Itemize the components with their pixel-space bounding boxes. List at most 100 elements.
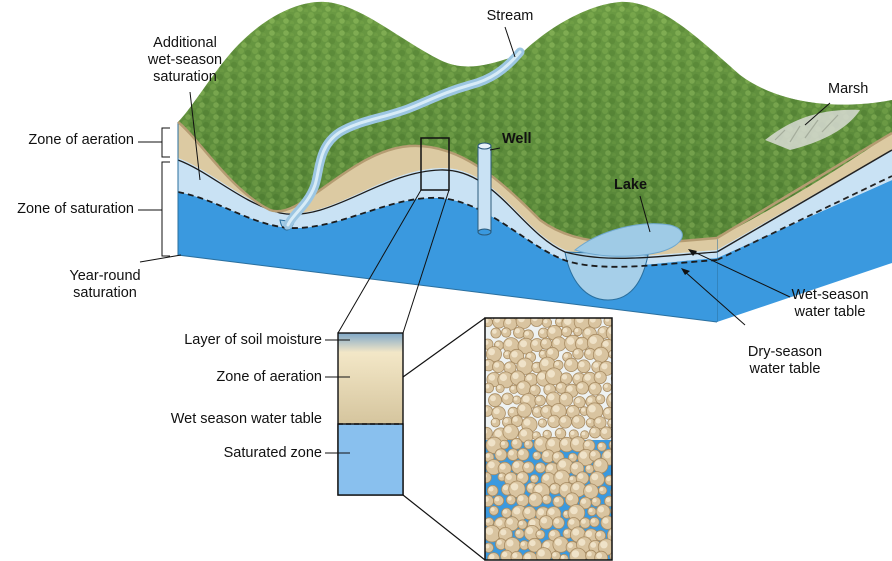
right-face-dry-line [716,175,892,261]
soil-grain-highlight [569,476,574,481]
soil-grain-highlight [550,484,556,490]
right-face-light-band [717,150,892,258]
soil-grain-highlight [537,549,545,557]
soil-grain-highlight [549,416,555,423]
soil-grain-highlight [568,406,574,413]
soil-grain-highlight [587,551,592,557]
soil-grain-highlight [485,518,490,523]
soil-grain-highlight [574,374,580,381]
soil-grain-highlight [506,539,514,547]
soil-grain-highlight [599,487,604,491]
soil-grain-highlight [533,363,538,369]
soil-grain-highlight [499,373,507,382]
soil-grain-highlight [541,359,549,367]
soil-grain-highlight [533,432,537,437]
soil-grain-highlight [512,439,518,445]
soil-grain-highlight [531,475,535,480]
soil-grain-highlight [567,494,573,501]
soil-grain-highlight [503,418,509,423]
soil-grain-highlight [577,383,584,389]
soil-grain-highlight [545,385,551,391]
soil-grain-highlight [547,439,556,447]
soil-grain-highlight [556,318,561,323]
soil-grain-highlight [572,528,580,536]
soil-grain-highlight [533,452,538,457]
soil-grain-highlight [572,483,580,491]
soil-grain-highlight [563,318,572,325]
soil-grain-highlight [591,473,599,481]
connector-left [337,189,422,334]
soil-grain-highlight [532,340,538,346]
soil-grain-highlight [506,518,513,525]
soil-grain-highlight [502,485,509,491]
soil-grain-highlight [587,397,593,403]
soil-grain-highlight [518,318,525,323]
magnify-connector-bottom [402,494,486,561]
soil-grain-highlight [590,542,597,548]
connector-right [402,189,450,334]
soil-grain-highlight [604,408,610,415]
soil-grain-highlight [570,506,578,515]
soil-grain-highlight [563,511,568,515]
soil-grain-highlight [543,496,548,501]
soil-grain-highlight [561,439,568,446]
soil-grain-highlight [566,359,573,366]
soil-grain-highlight [568,519,575,525]
soil-grain-highlight [560,394,568,401]
soil-grain-highlight [524,463,530,469]
soil-grain-highlight [508,450,514,456]
stream-label: Stream [486,8,534,24]
soil-grain-highlight [502,551,508,558]
soil-grain-highlight [596,395,602,400]
soil-grain-highlight [517,473,524,479]
soil-grain-highlight [495,519,503,526]
soil-grain-highlight [564,529,569,535]
soil-grain-highlight [509,408,514,414]
block-front-light-saturation [178,158,717,267]
soil-grain-highlight [577,338,583,345]
soil-grain-highlight [555,472,564,480]
inset-saturated-zone [337,423,404,496]
soil-grain-highlight [488,486,494,492]
soil-grain-highlight [485,453,490,458]
well [477,142,492,236]
soil-grain-highlight [574,328,579,333]
dry-season-water-table-label: Dry-season water table [747,344,823,377]
soil-grain-highlight [513,461,520,468]
soil-grain-highlight [567,542,573,549]
soil-grain-highlight [541,339,547,345]
soil-grain-highlight [613,465,617,469]
soil-grain-highlight [492,329,497,334]
soil-grain-highlight [505,474,512,480]
soil-grain-highlight [548,508,555,515]
soil-grain-highlight [489,554,495,560]
soil-grain-highlight [590,428,596,434]
soil-grain-highlight [595,418,601,424]
soil-grain-highlight [548,327,556,334]
soil-grain-highlight [598,443,603,448]
soil-grain-highlight [525,441,530,446]
soil-grains [485,318,617,560]
soil-grain-highlight [578,538,586,546]
soil-grain-highlight [592,498,597,503]
soil-grain-highlight [590,518,596,523]
soil-grain-highlight [500,529,507,536]
soil-grain-highlight [554,538,562,546]
soil-grain-highlight [543,319,548,324]
inset-saturated-zone-label: Saturated zone [223,445,322,461]
soil-grain [605,325,612,341]
soil-grain-highlight [488,374,496,381]
soil-grain-highlight [510,386,515,390]
soil-grain-highlight [593,362,599,368]
soil-grain-highlight [574,349,579,355]
well-label: Well [502,131,532,147]
soil-grain-highlight [496,539,502,545]
soil-grain-highlight [529,540,536,547]
soil-grain-highlight [571,463,579,470]
soil-grain-highlight [540,517,548,524]
sample-window [420,137,450,191]
soil-grain-highlight [501,441,505,446]
soil-grain-highlight [543,451,549,458]
soil-grain-highlight [609,529,612,537]
zone-of-saturation-label: Zone of saturation [17,201,134,217]
